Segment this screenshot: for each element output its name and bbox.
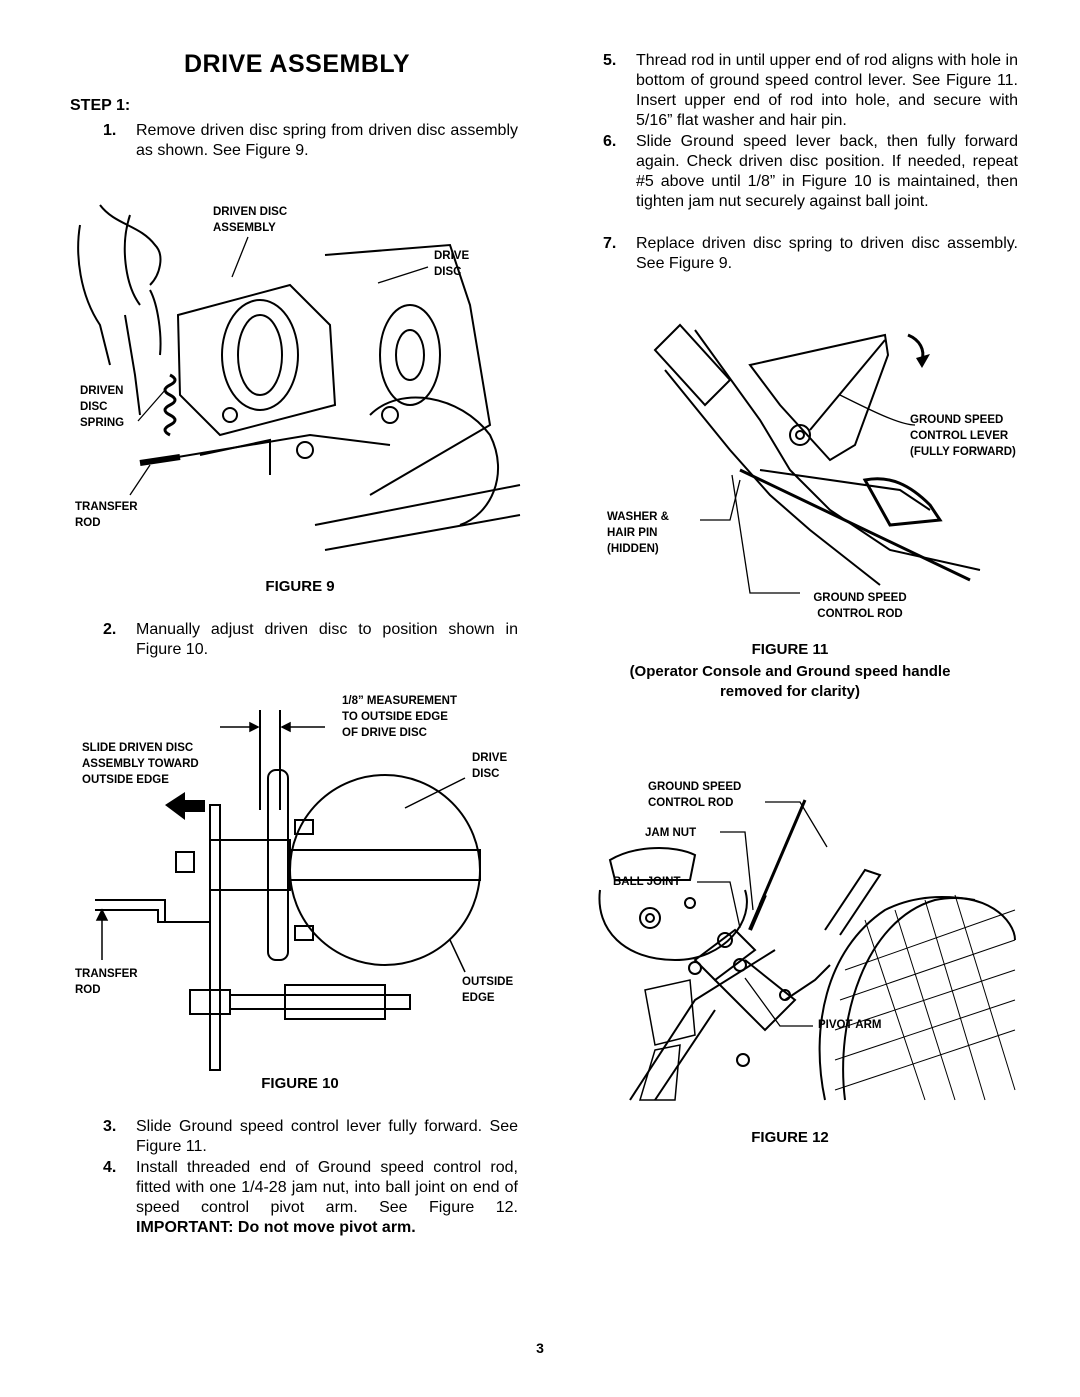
step-item-7: 7. Replace driven disc spring to driven …: [603, 234, 1018, 274]
fig10-label-slide: SLIDE DRIVEN DISC ASSEMBLY TOWARD OUTSID…: [82, 742, 199, 786]
step-number: 2.: [103, 621, 117, 638]
figure-12-illustration: [598, 799, 1016, 1101]
step-text: Manually adjust driven disc to position …: [136, 621, 518, 658]
step-text: Install threaded end of Ground speed con…: [136, 1159, 518, 1216]
fig9-label-drive-disc: DRIVE DISC: [434, 250, 470, 278]
step-text: Remove driven disc spring from driven di…: [136, 122, 518, 159]
step-heading: STEP 1:: [70, 97, 131, 114]
page-title: DRIVE ASSEMBLY: [184, 50, 411, 78]
fig11-label-lever: GROUND SPEED CONTROL LEVER (FULLY FORWAR…: [910, 414, 1016, 458]
step-number: 1.: [103, 122, 117, 139]
step-text: Thread rod in until upper end of rod ali…: [636, 52, 1018, 129]
fig9-label-transfer-rod: TRANSFER ROD: [75, 501, 138, 529]
figure-9-illustration: [77, 204, 521, 551]
figure-12-caption: FIGURE 12: [751, 1129, 829, 1146]
step-number: 6.: [603, 133, 617, 150]
step-text: Replace driven disc spring to driven dis…: [636, 235, 1018, 272]
figure-9-caption: FIGURE 9: [265, 578, 335, 595]
fig12-label-pivot-arm: PIVOT ARM: [818, 1019, 882, 1031]
fig12-label-jam-nut: JAM NUT: [645, 827, 697, 839]
step-item-4: 4. Install threaded end of Ground speed …: [103, 1158, 518, 1238]
step-number: 7.: [603, 235, 617, 252]
figure-10-caption: FIGURE 10: [261, 1075, 339, 1092]
fig12-label-rod: GROUND SPEED CONTROL ROD: [648, 781, 742, 809]
fig12-label-ball-joint: BALL JOINT: [613, 876, 681, 888]
step-item-5: 5. Thread rod in until upper end of rod …: [603, 51, 1018, 131]
step-item-3: 3. Slide Ground speed control lever full…: [103, 1117, 518, 1157]
fig9-label-driven-disc-assembly: DRIVEN DISC ASSEMBLY: [213, 206, 288, 234]
page-number: 3: [536, 1340, 544, 1356]
step-number: 5.: [603, 52, 617, 69]
fig10-label-measurement: 1/8” MEASUREMENT TO OUTSIDE EDGE OF DRIV…: [342, 695, 458, 739]
fig10-label-outside-edge: OUTSIDE EDGE: [462, 976, 514, 1004]
step-text: Slide Ground speed lever back, then full…: [636, 133, 1018, 210]
step-item-6: 6. Slide Ground speed lever back, then f…: [603, 132, 1018, 232]
fig11-label-rod: GROUND SPEED CONTROL ROD: [813, 592, 907, 620]
figure-11-caption: FIGURE 11: [751, 641, 829, 658]
step-number: 3.: [103, 1118, 117, 1135]
figure-11-subcaption: (Operator Console and Ground speed handl…: [629, 663, 951, 700]
step-item-1: 1. Remove driven disc spring from driven…: [103, 121, 518, 161]
fig10-label-drive-disc: DRIVE DISC: [472, 752, 508, 780]
step-item-2: 2. Manually adjust driven disc to positi…: [103, 620, 518, 660]
fig9-label-driven-disc-spring: DRIVEN DISC SPRING: [80, 385, 125, 429]
fig10-label-transfer-rod: TRANSFER ROD: [75, 968, 138, 996]
figure-11-illustration: [653, 323, 981, 594]
step-text: Slide Ground speed control lever fully f…: [136, 1118, 518, 1155]
fig11-label-washer: WASHER & HAIR PIN (HIDDEN): [607, 511, 669, 555]
step-number: 4.: [103, 1159, 117, 1176]
figure-10-illustration: [95, 710, 481, 1071]
important-note: IMPORTANT: Do not move pivot arm.: [136, 1219, 416, 1236]
